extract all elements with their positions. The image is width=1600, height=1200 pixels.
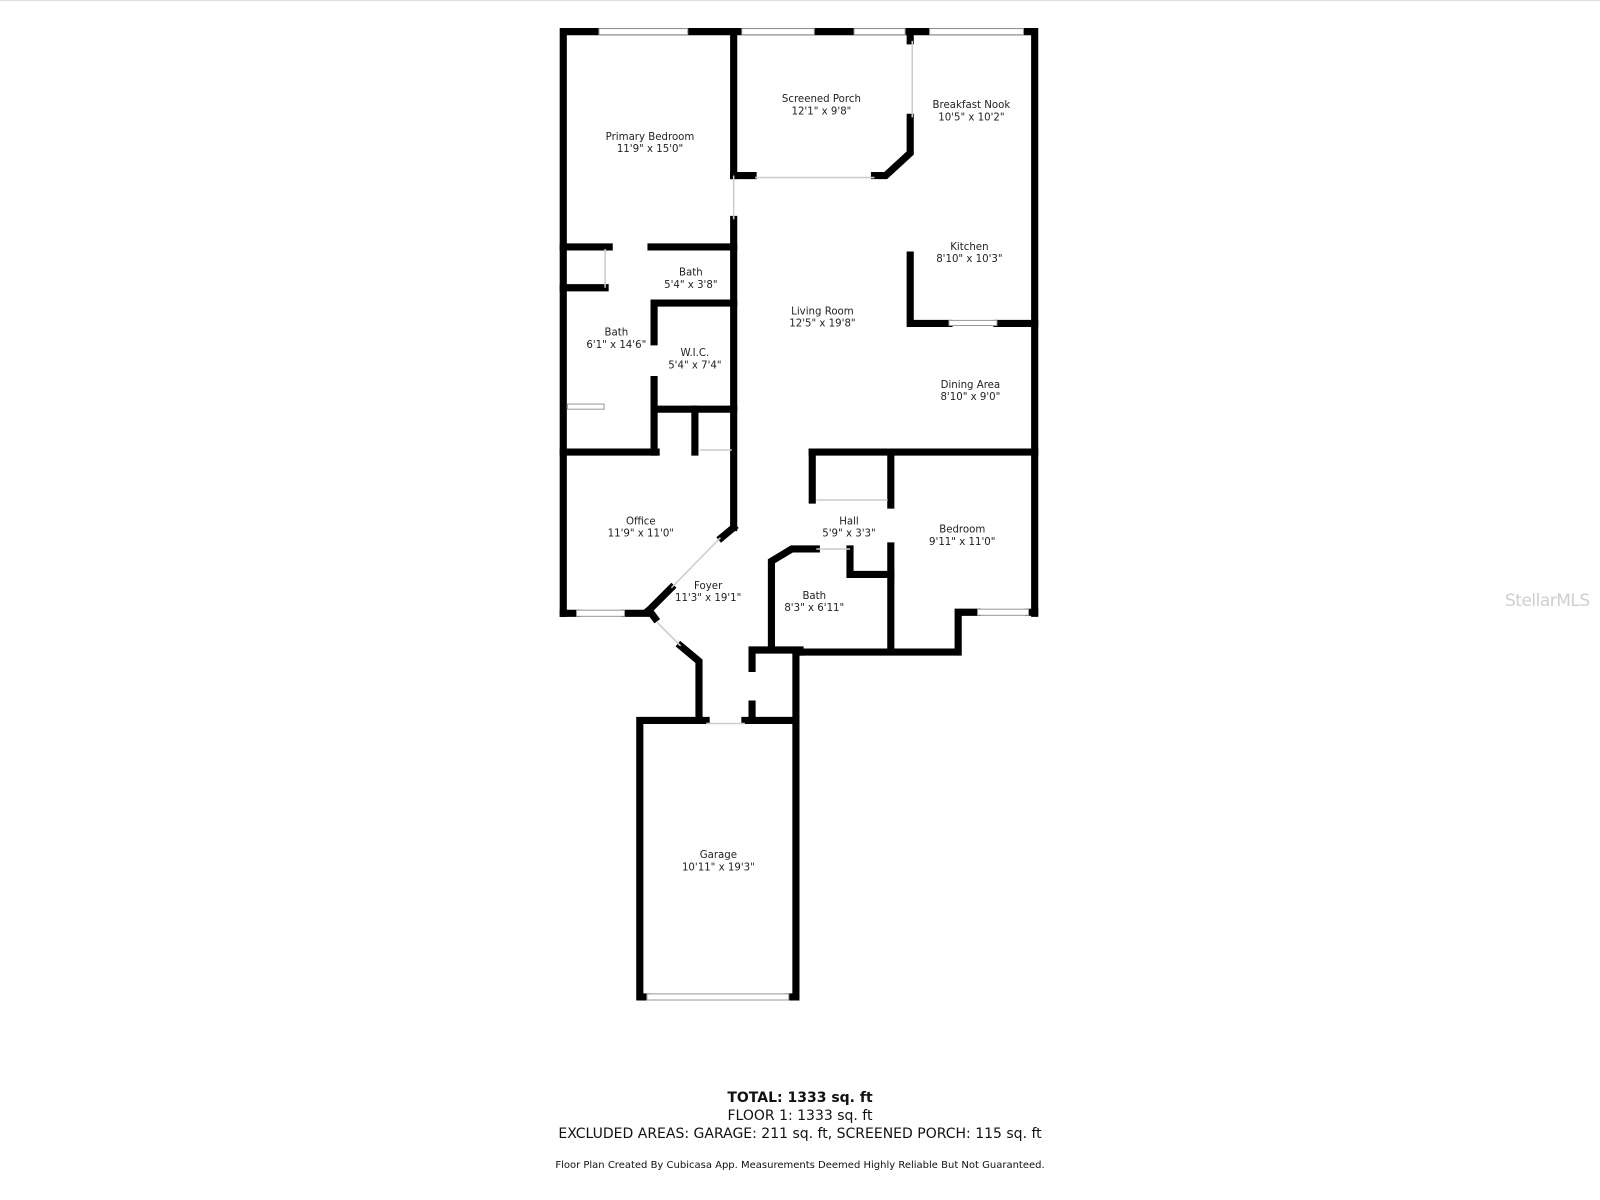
window <box>929 28 1024 36</box>
window <box>853 28 906 36</box>
window <box>576 609 625 617</box>
svg-text:Living Room: Living Room <box>791 306 854 317</box>
room-living-room: Living Room 12'5" x 19'8" <box>789 306 855 329</box>
top-border <box>0 0 1600 1</box>
window <box>977 608 1030 616</box>
room-office: Office 11'9" x 11'0" <box>608 516 674 539</box>
svg-text:10'5" x 10'2": 10'5" x 10'2" <box>938 112 1004 123</box>
svg-text:10'11" x 19'3": 10'11" x 19'3" <box>682 862 755 873</box>
window <box>598 28 689 36</box>
room-wic: W.I.C.5'4" x 7'4" <box>668 348 721 371</box>
svg-text:12'5" x 19'8": 12'5" x 19'8" <box>789 319 855 330</box>
svg-text:5'4" x 3'8": 5'4" x 3'8" <box>664 280 717 291</box>
windows-and-openings <box>566 28 1030 1001</box>
excluded-areas: EXCLUDED AREAS: GARAGE: 211 sq. ft, SCRE… <box>558 1126 1042 1142</box>
floor-area: FLOOR 1: 1333 sq. ft <box>727 1108 873 1124</box>
svg-text:Screened Porch: Screened Porch <box>782 94 861 105</box>
svg-text:Kitchen: Kitchen <box>950 242 988 253</box>
svg-text:11'3" x 19'1": 11'3" x 19'1" <box>675 593 741 604</box>
svg-text:11'9" x 15'0": 11'9" x 15'0" <box>617 144 683 155</box>
window <box>948 319 998 327</box>
svg-text:8'3" x 6'11": 8'3" x 6'11" <box>784 603 844 614</box>
svg-text:Bath: Bath <box>802 591 826 602</box>
svg-text:12'1" x 9'8": 12'1" x 9'8" <box>791 106 851 117</box>
walls <box>559 28 1039 1001</box>
svg-text:11'9" x 11'0": 11'9" x 11'0" <box>608 529 674 540</box>
svg-text:Breakfast Nook: Breakfast Nook <box>933 100 1011 111</box>
svg-text:Dining Area: Dining Area <box>941 380 1001 391</box>
shelf <box>566 403 605 410</box>
disclaimer: Floor Plan Created By Cubicasa App. Meas… <box>555 1160 1045 1171</box>
watermark: StellarMLS <box>1505 591 1590 611</box>
garage-door <box>646 993 790 1001</box>
svg-text:Bath: Bath <box>604 328 628 339</box>
window <box>741 28 815 36</box>
svg-text:Hall: Hall <box>839 516 859 527</box>
svg-text:Bath: Bath <box>679 268 703 279</box>
svg-text:Office: Office <box>626 516 656 527</box>
svg-text:8'10" x 10'3": 8'10" x 10'3" <box>936 254 1002 265</box>
svg-text:5'4" x 7'4": 5'4" x 7'4" <box>668 360 721 371</box>
svg-text:W.I.C.: W.I.C. <box>681 348 710 359</box>
svg-text:Bedroom: Bedroom <box>939 525 985 536</box>
total-area: TOTAL: 1333 sq. ft <box>727 1090 873 1106</box>
room-hall: Hall 5'9" x 3'3" <box>822 516 875 539</box>
svg-text:8'10" x 9'0": 8'10" x 9'0" <box>940 392 1000 403</box>
svg-text:Garage: Garage <box>700 850 737 861</box>
svg-text:5'9" x 3'3": 5'9" x 3'3" <box>822 529 875 540</box>
svg-text:Foyer: Foyer <box>694 581 723 592</box>
svg-text:Primary Bedroom: Primary Bedroom <box>606 132 695 143</box>
svg-text:6'1" x 14'6": 6'1" x 14'6" <box>586 340 646 351</box>
svg-text:9'11" x 11'0": 9'11" x 11'0" <box>929 537 995 548</box>
